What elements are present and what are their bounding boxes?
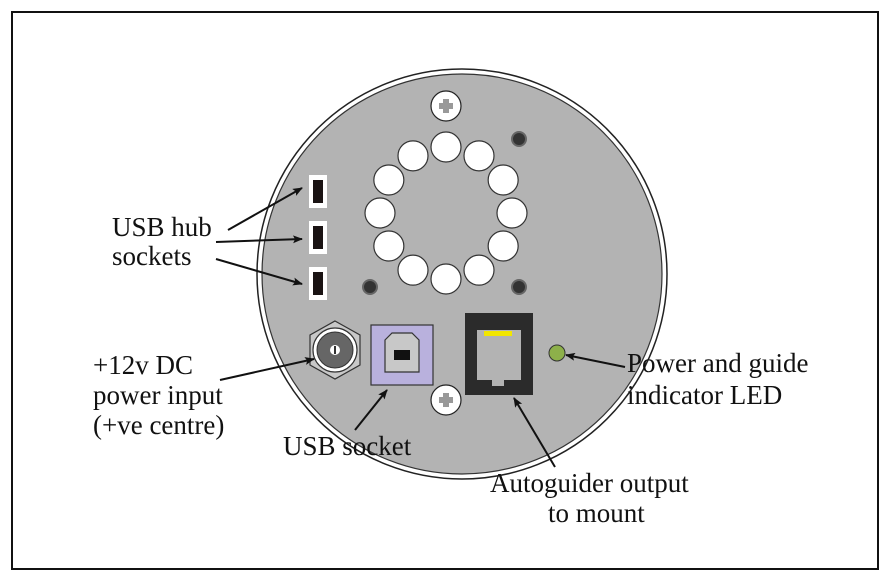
autoguider-label-line1: Autoguider output: [490, 468, 689, 498]
led-label-line1: Power and guide: [627, 348, 808, 378]
rj-autoguider-socket: [465, 313, 533, 395]
vent-hole: [397, 140, 429, 172]
usb-hub-label-line2: sockets: [112, 241, 191, 271]
dc-label-line2: power input: [93, 380, 223, 410]
small-screws: [362, 131, 527, 295]
vent-hole: [373, 164, 405, 196]
usb-hub-label-line1: USB hub: [112, 212, 212, 242]
autoguider-label-line2: to mount: [548, 498, 645, 528]
dc-label-line1: +12v DC: [93, 350, 193, 380]
top-screw-icon: [430, 90, 462, 122]
vent-hole: [430, 263, 462, 295]
vent-hole: [496, 197, 528, 229]
usb-hub-sockets: [309, 175, 327, 300]
usb-socket-label: USB socket: [283, 431, 412, 461]
dc-power-jack: [309, 320, 361, 380]
dc-label-line3: (+ve centre): [93, 410, 224, 440]
bottom-screw-icon: [430, 384, 462, 416]
vent-hole: [430, 131, 462, 163]
indicator-led: [548, 344, 566, 362]
vent-hole: [463, 254, 495, 286]
camera-disc: [256, 68, 668, 480]
vent-hole: [487, 230, 519, 262]
usb-b-socket: [370, 324, 434, 386]
vent-hole: [463, 140, 495, 172]
vent-hole: [364, 197, 396, 229]
vent-hole: [373, 230, 405, 262]
vent-hole: [397, 254, 429, 286]
callout-arrows: [215, 187, 626, 468]
led-label-line2: indicator LED: [627, 380, 782, 410]
fan-vent-holes: [364, 131, 528, 295]
vent-hole: [487, 164, 519, 196]
labels: USB hub sockets +12v DC power input (+ve…: [93, 212, 808, 528]
